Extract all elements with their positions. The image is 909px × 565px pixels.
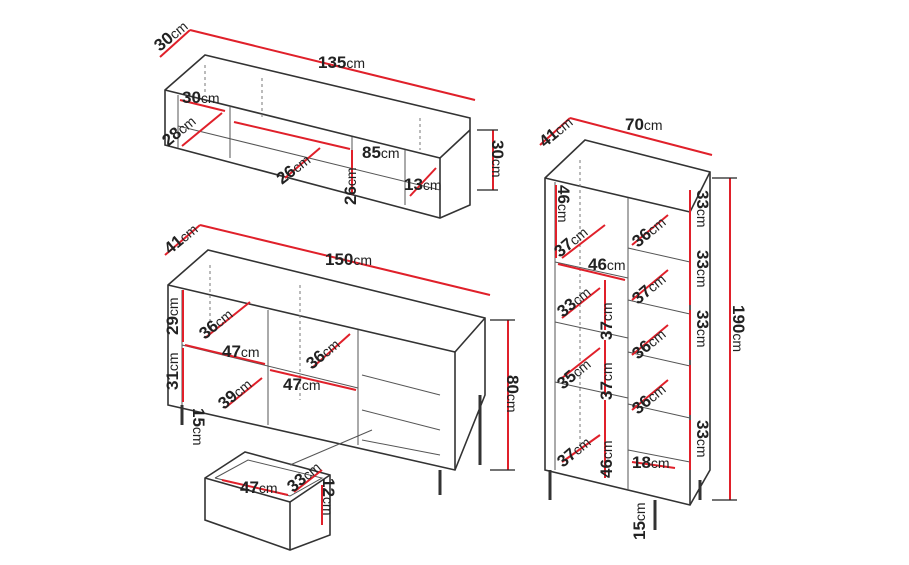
wall-shelf: 30cm 135cm 30cm 30cm 28cm 26cm 26cm 85cm… — [150, 16, 507, 219]
cabinet-inner-15: 46 — [597, 459, 616, 478]
sideboard-height-value: 80 — [503, 375, 522, 394]
svg-text:13cm: 13cm — [404, 175, 442, 194]
svg-text:41cm: 41cm — [160, 219, 201, 258]
svg-text:46cm: 46cm — [554, 185, 573, 223]
svg-text:30cm: 30cm — [182, 88, 220, 107]
cabinet-inner-6: 33 — [693, 250, 712, 269]
cabinet-height-value: 190 — [729, 305, 748, 333]
svg-text:46cm: 46cm — [597, 440, 616, 478]
svg-text:190cm: 190cm — [729, 305, 748, 352]
svg-text:30cm: 30cm — [150, 16, 191, 55]
shelf-inner-5: 85 — [362, 143, 381, 162]
svg-text:47cm: 47cm — [283, 375, 321, 394]
svg-text:47cm: 47cm — [240, 478, 278, 497]
cabinet-inner-3: 46 — [588, 255, 607, 274]
sideboard-inner-3: 47 — [222, 342, 241, 361]
svg-text:85cm: 85cm — [362, 143, 400, 162]
sideboard: 41cm 150cm 80cm 29cm 36cm 47cm 36cm 31cm… — [160, 219, 522, 495]
svg-text:26cm: 26cm — [341, 167, 360, 205]
svg-text:33cm: 33cm — [693, 310, 712, 348]
svg-text:33cm: 33cm — [693, 250, 712, 288]
svg-text:135cm: 135cm — [318, 53, 365, 72]
svg-text:70cm: 70cm — [625, 115, 663, 134]
cabinet-inner-8: 37 — [597, 321, 616, 340]
cabinet-inner-17: 33 — [693, 420, 712, 439]
shelf-inner-6: 13 — [404, 175, 423, 194]
drawer-width-value: 47 — [240, 478, 259, 497]
sideboard-width-value: 150 — [325, 250, 353, 269]
sideboard-legs-value: 15 — [189, 408, 208, 427]
svg-text:15cm: 15cm — [189, 408, 208, 446]
shelf-inner-1: 30 — [182, 88, 201, 107]
sideboard-inner-7: 47 — [283, 375, 302, 394]
svg-text:12cm: 12cm — [319, 478, 338, 516]
drawer: 47cm 33cm 12cm — [204, 429, 373, 551]
svg-text:29cm: 29cm — [163, 297, 182, 335]
tall-cabinet: 41cm 70cm 190cm 46cm 37cm 46cm 36cm 33cm… — [535, 114, 748, 540]
svg-text:30cm: 30cm — [488, 140, 507, 178]
cabinet-inner-5: 33 — [693, 190, 712, 209]
svg-text:37cm: 37cm — [597, 302, 616, 340]
svg-text:37cm: 37cm — [597, 362, 616, 400]
shelf-width-value: 135 — [318, 53, 346, 72]
svg-text:46cm: 46cm — [588, 255, 626, 274]
cabinet-inner-16: 18 — [632, 453, 651, 472]
shelf-height-value: 30 — [488, 140, 507, 159]
sideboard-inner-1: 29 — [163, 316, 182, 335]
svg-text:33cm: 33cm — [693, 190, 712, 228]
svg-text:33cm: 33cm — [693, 420, 712, 458]
svg-text:31cm: 31cm — [163, 352, 182, 390]
shelf-inner-4: 26 — [341, 186, 360, 205]
svg-text:18cm: 18cm — [632, 453, 670, 472]
svg-text:80cm: 80cm — [503, 375, 522, 413]
cabinet-inner-13: 33 — [693, 310, 712, 329]
sideboard-inner-5: 31 — [163, 371, 182, 390]
cabinet-inner-11: 37 — [597, 381, 616, 400]
cabinet-width-value: 70 — [625, 115, 644, 134]
cabinet-legs-value: 15 — [630, 521, 649, 540]
cabinet-inner-1: 46 — [554, 185, 573, 204]
svg-text:150cm: 150cm — [325, 250, 372, 269]
svg-text:15cm: 15cm — [630, 502, 649, 540]
drawer-height-value: 12 — [319, 478, 338, 497]
svg-text:47cm: 47cm — [222, 342, 260, 361]
